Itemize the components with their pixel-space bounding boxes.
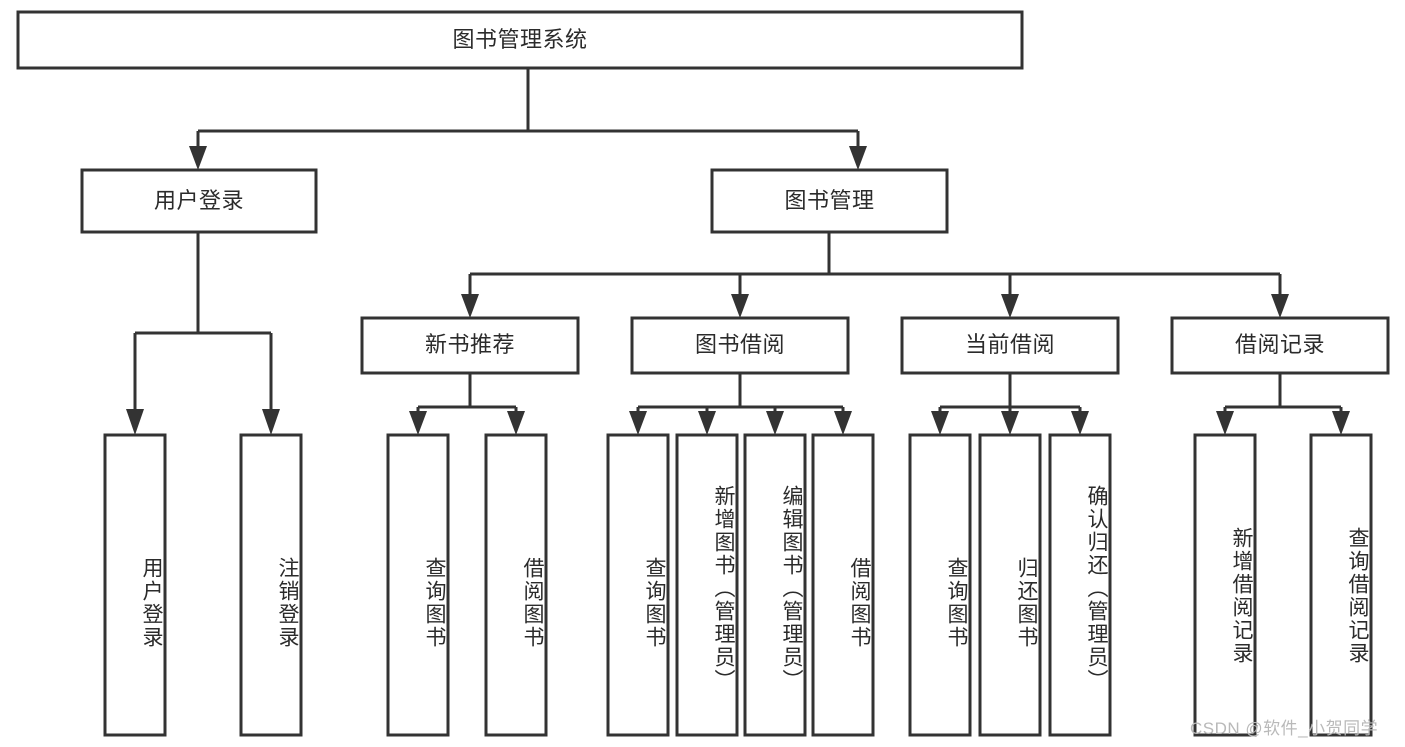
arrow-head-icon <box>189 146 207 170</box>
connector-borrow-record-to-leaves <box>1216 373 1350 435</box>
node-new-book-recommend-box[interactable] <box>360 316 580 375</box>
node-leaf-box[interactable] <box>743 433 807 737</box>
node-book-manage-box[interactable] <box>710 168 949 234</box>
connector-new-book-recommend-to-leaves <box>409 373 525 435</box>
connector-book-borrow-to-leaves <box>629 373 852 435</box>
node-leaf-box[interactable] <box>1309 433 1373 737</box>
node-leaf-box[interactable] <box>978 433 1042 737</box>
node-leaf-box[interactable] <box>675 433 739 737</box>
arrow-head-icon <box>931 411 949 435</box>
arrow-head-icon <box>629 411 647 435</box>
node-book-borrow-box[interactable] <box>630 316 850 375</box>
node-leaf-box[interactable] <box>239 433 303 737</box>
connector-current-borrow-to-leaves <box>931 373 1089 435</box>
node-leaf-box[interactable] <box>484 433 548 737</box>
arrow-head-icon <box>1271 294 1289 318</box>
arrow-head-icon <box>409 411 427 435</box>
node-current-borrow-box[interactable] <box>900 316 1120 375</box>
node-leaf-box[interactable] <box>1193 433 1257 737</box>
node-borrow-record-box[interactable] <box>1170 316 1390 375</box>
arrow-head-icon <box>1071 411 1089 435</box>
node-leaf-box[interactable] <box>1048 433 1112 737</box>
arrow-head-icon <box>1001 294 1019 318</box>
arrow-head-icon <box>849 146 867 170</box>
node-leaf-box[interactable] <box>386 433 450 737</box>
csdn-watermark: CSDN @软件_小贺同学 <box>1190 719 1379 738</box>
node-leaf-box[interactable] <box>103 433 167 737</box>
arrow-head-icon <box>1216 411 1234 435</box>
arrow-head-icon <box>262 409 280 435</box>
arrow-head-icon <box>766 411 784 435</box>
arrow-head-icon <box>698 411 716 435</box>
node-user-login-box[interactable] <box>80 168 318 234</box>
connector-book-manage-to-level3 <box>461 232 1289 318</box>
arrow-head-icon <box>731 294 749 318</box>
arrow-head-icon <box>507 411 525 435</box>
arrow-head-icon <box>1332 411 1350 435</box>
node-leaf-box[interactable] <box>606 433 670 737</box>
node-leaf-box[interactable] <box>908 433 972 737</box>
node-root-box[interactable] <box>16 10 1024 70</box>
connector-user-login-to-leaves <box>126 232 280 435</box>
connector-root-to-level2 <box>189 68 867 170</box>
arrow-head-icon <box>126 409 144 435</box>
arrow-head-icon <box>461 294 479 318</box>
arrow-head-icon <box>1001 411 1019 435</box>
node-leaf-box[interactable] <box>811 433 875 737</box>
arrow-head-icon <box>834 411 852 435</box>
